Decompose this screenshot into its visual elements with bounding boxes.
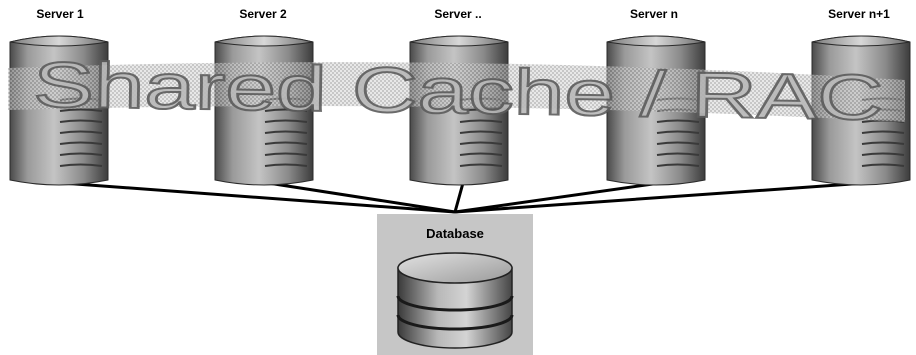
server-label: Server 2 <box>239 7 287 21</box>
server-label: Server n+1 <box>828 7 890 21</box>
connector-line <box>266 181 457 214</box>
database-node <box>377 214 533 355</box>
database-label: Database <box>426 226 484 241</box>
connector-lines <box>60 181 868 214</box>
banner-band <box>8 62 905 122</box>
server-label: Server 1 <box>36 7 84 21</box>
connector-line <box>60 181 457 214</box>
connector-line <box>453 181 662 214</box>
connector-line <box>453 181 868 214</box>
database-cylinder-icon <box>396 252 514 349</box>
banner-text: Shared Cache / RAC <box>33 48 884 133</box>
shared-cache-banner: Shared Cache / RAC <box>8 47 905 135</box>
connector-line <box>453 181 465 214</box>
server-label: Server n <box>629 7 679 21</box>
server-label: Server .. <box>434 7 482 21</box>
